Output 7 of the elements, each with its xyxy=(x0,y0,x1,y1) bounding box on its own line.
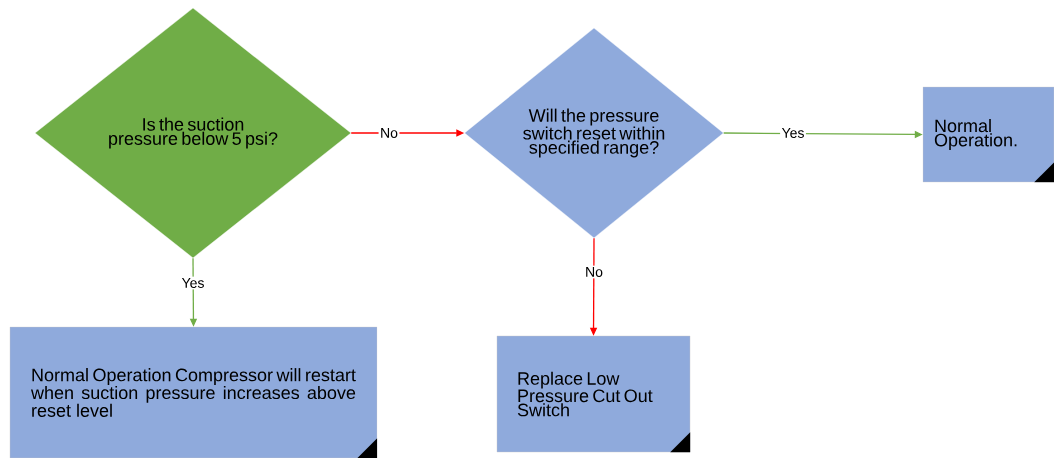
process-box: Replace Low Pressure Cut Out Switch xyxy=(496,335,691,453)
edge-label: Yes xyxy=(780,126,806,140)
edge-label: No xyxy=(583,265,605,279)
process-box: Normal Operation. xyxy=(922,86,1054,183)
edge-label: No xyxy=(378,126,400,140)
process-box: Normal Operation Compressor will restart when suction pressure increases above reset level xyxy=(9,326,378,458)
edge-label: Yes xyxy=(180,276,206,290)
